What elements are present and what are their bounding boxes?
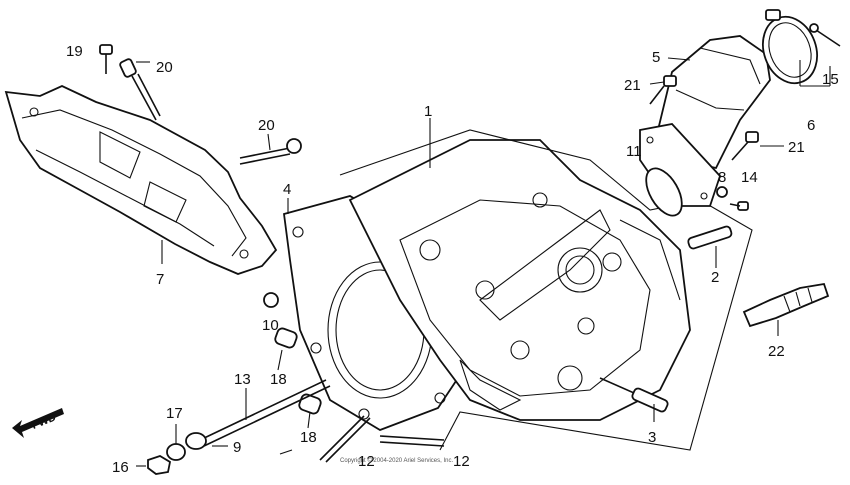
callout-3: 3 (648, 429, 656, 446)
callout-9: 9 (233, 439, 241, 456)
callout-12-right: 12 (453, 453, 470, 470)
callout-20-middle: 20 (258, 117, 275, 134)
bolt-21-upper-part (649, 75, 677, 105)
washer-10-part (263, 292, 279, 308)
spark-plug-part (742, 282, 830, 328)
washer-8-part (716, 186, 728, 198)
callout-6: 6 (807, 117, 815, 134)
copyright-notice: Copyright © 2004-2020 Ariel Services, In… (340, 457, 453, 464)
bolt-20-middle-part (239, 138, 302, 165)
dowel-18-upper-part (274, 327, 298, 349)
stud-12-right-part (379, 435, 445, 447)
stud-13-part (199, 379, 331, 447)
fwd-arrow-icon: FWD (12, 408, 64, 438)
callout-11: 11 (626, 143, 642, 160)
callout-20-upper: 20 (156, 59, 173, 76)
fwd-label: FWD (30, 411, 58, 432)
callout-12-left: 12 (358, 453, 375, 470)
stud-3-part (599, 377, 669, 413)
callout-16: 16 (112, 459, 129, 476)
dowel-2-part (687, 225, 733, 250)
callout-8: 8 (718, 169, 726, 186)
screw-15-part (809, 23, 841, 47)
callout-14: 14 (741, 169, 758, 186)
stud-12-left-part (319, 415, 371, 463)
bolt-20-upper-part (119, 58, 161, 121)
callout-18-upper: 18 (270, 371, 287, 388)
heat-shield-part (4, 85, 278, 275)
callout-17: 17 (166, 405, 183, 422)
callout-10: 10 (262, 317, 279, 334)
callout-22: 22 (768, 343, 785, 360)
o-ring-11-part (645, 167, 683, 217)
callout-15: 15 (822, 71, 839, 88)
callout-labels: 1 2 3 4 5 6 7 8 9 10 11 12 12 13 14 15 1… (66, 43, 839, 476)
callout-7: 7 (156, 271, 164, 288)
callout-2: 2 (711, 269, 719, 286)
callout-1: 1 (424, 103, 432, 120)
callout-4: 4 (283, 181, 291, 198)
washer-17-part (166, 443, 186, 461)
callout-21-right: 21 (788, 139, 805, 156)
leader-lines (136, 57, 831, 467)
hose-clamp-part (762, 9, 818, 85)
bolt-14-part (729, 201, 749, 211)
washer-9-part (185, 432, 207, 450)
callout-19: 19 (66, 43, 83, 60)
callout-18-lower: 18 (300, 429, 317, 446)
callout-5: 5 (652, 49, 660, 66)
bolt-19-part (99, 44, 113, 74)
intake-pipe-part (639, 35, 771, 207)
callout-13: 13 (234, 371, 251, 388)
bolt-21-right-part (731, 131, 759, 161)
cylinder-head-part (348, 139, 691, 421)
callout-21-upper: 21 (624, 77, 641, 94)
nut-16-part (147, 455, 172, 475)
